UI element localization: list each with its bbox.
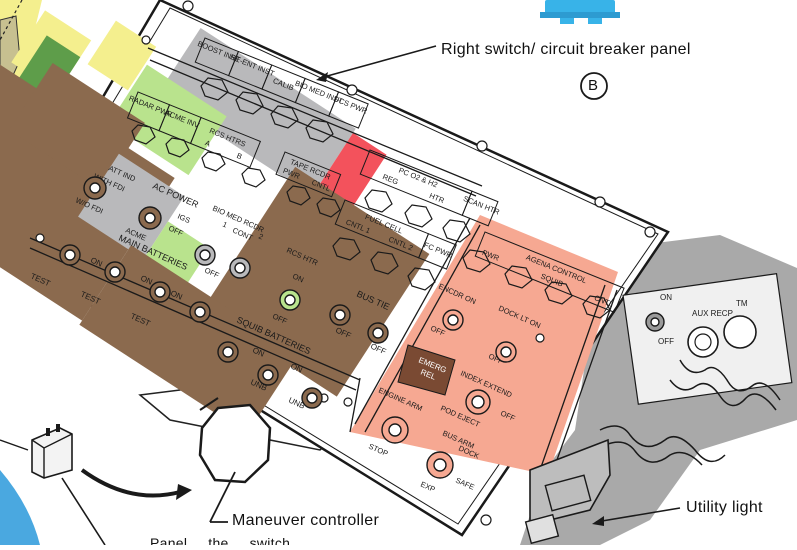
label-cont-1: 1 <box>221 220 228 230</box>
switch-device-icon <box>0 424 73 479</box>
curved-arrow-head <box>176 484 192 500</box>
maneuver-controller-icon <box>198 397 272 523</box>
brown-zone-main-batteries <box>0 39 175 321</box>
curved-arrow-icon <box>80 468 181 498</box>
callout-utility: Utility light <box>686 499 763 516</box>
emerg-rel-button[interactable] <box>397 344 456 396</box>
label-aux-on: ON <box>660 293 672 302</box>
battery-toggles <box>59 176 211 323</box>
rcs-htr-toggle <box>279 289 301 311</box>
leader-bottom <box>61 477 106 546</box>
aux-receptacle-panel: ON OFF AUX RECP TM <box>622 273 793 405</box>
panel-screws <box>35 0 656 526</box>
leader-utility <box>595 507 681 523</box>
label-cont-2: 2 <box>257 232 264 242</box>
yellow-zone-radar <box>87 20 157 91</box>
label-rcs-on: ON <box>291 272 305 285</box>
leader-utility-head <box>592 516 604 526</box>
bus-tie-toggles <box>329 304 389 344</box>
utility-light-icon <box>524 438 611 545</box>
left-dashed-edge <box>0 0 31 181</box>
blue-handle-icon <box>540 0 620 24</box>
biomed-toggles <box>194 244 251 279</box>
label-aux-off: OFF <box>658 337 674 346</box>
gray-zone-biomed-rcdr <box>78 153 185 260</box>
coiled-cable-icon <box>599 359 781 466</box>
brown-zone-ac-power <box>9 63 145 191</box>
blue-dish-icon <box>0 470 40 545</box>
label-aux-recp: AUX RECP <box>692 309 733 318</box>
leader-right-panel <box>319 45 437 79</box>
view-indicator-circle <box>580 72 608 100</box>
brown-zone-squib <box>79 245 299 434</box>
cb-label-rcs-b: B <box>235 151 243 161</box>
callout-maneuver: Maneuver controller <box>232 512 380 529</box>
leader-right-panel-head <box>316 72 328 82</box>
panel-rails <box>29 47 618 475</box>
view-indicator-letter: B <box>588 77 599 94</box>
cb-label-rcs-a: A <box>204 138 212 148</box>
callout-right-panel: Right switch/ circuit breaker panel <box>441 41 691 58</box>
callout-bottom-partial: Panel ... the ... switch <box>150 535 291 545</box>
squib-toggles <box>217 341 323 409</box>
salmon-zone-agena <box>350 215 618 475</box>
label-tm: TM <box>736 299 748 308</box>
cb-breakers <box>131 77 471 291</box>
